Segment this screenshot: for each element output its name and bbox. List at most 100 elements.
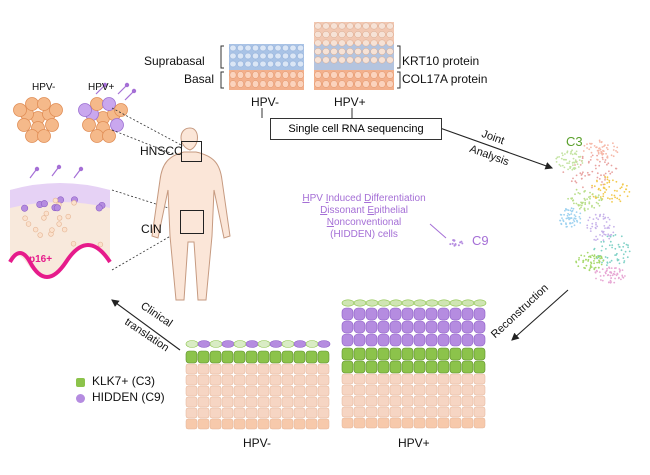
umap-point — [601, 181, 603, 183]
basal-cell — [267, 80, 274, 88]
hidden-cell — [473, 320, 486, 334]
umap-point — [577, 192, 580, 194]
umap-point — [587, 208, 589, 210]
umap-point — [627, 246, 629, 249]
virus-particle — [56, 164, 62, 170]
basal-cell — [297, 71, 304, 79]
hidden-legend-label: HIDDEN (C9) — [92, 390, 165, 404]
umap-point — [606, 163, 608, 166]
hpv-pos-cell — [370, 56, 378, 64]
umap-point — [569, 167, 571, 170]
cin-label: CIN — [141, 222, 162, 236]
squame-cell — [341, 299, 355, 307]
umap-point — [568, 213, 571, 216]
klk7-cell — [437, 360, 450, 374]
hpv-pos-cell — [338, 48, 346, 55]
hpv-pos-cell — [362, 39, 370, 47]
umap-point — [578, 159, 581, 162]
umap-point — [622, 257, 625, 259]
umap-point — [573, 161, 576, 164]
hpv-pos-cell — [330, 39, 338, 47]
umap-point — [598, 271, 601, 273]
human-body — [151, 127, 231, 301]
suprabasal-cell — [289, 52, 297, 60]
hpv-pos-cell — [341, 395, 354, 407]
suprabasal-cell — [297, 60, 304, 68]
umap-point — [604, 161, 606, 164]
klk7-cell — [221, 350, 234, 364]
c9-cluster-point — [449, 243, 452, 246]
umap-point — [562, 219, 564, 221]
tumor-cell — [102, 129, 116, 143]
hpv-pos-cell — [365, 395, 378, 407]
umap-point — [569, 209, 572, 212]
tumor-cell — [13, 103, 27, 117]
p16-label: p16+ — [29, 254, 53, 265]
umap-point — [585, 264, 588, 267]
hpv-neg-cell — [305, 418, 318, 430]
hpv-neg-cell — [269, 418, 282, 430]
hidden-cell — [461, 307, 474, 321]
cin-cell — [22, 215, 28, 221]
hpv-pos-cell — [413, 373, 426, 385]
hpv-pos-cell — [425, 406, 438, 418]
hpv-neg-cell — [221, 374, 234, 386]
umap-point — [595, 146, 598, 149]
klk7-cell — [449, 347, 462, 361]
umap-point — [594, 213, 597, 216]
hpv-neg-cell — [305, 363, 318, 375]
umap-point — [586, 171, 589, 174]
umap-point — [573, 217, 576, 220]
cin-cell — [53, 204, 61, 212]
col17a-bracket — [397, 71, 401, 89]
left-hpv-pos-label: HPV+ — [88, 82, 115, 93]
umap-point — [575, 211, 578, 214]
umap-point — [610, 194, 613, 196]
suprabasal-cell — [252, 60, 259, 68]
hpv-neg-cell — [293, 407, 306, 419]
umap-point — [621, 269, 624, 271]
umap-point — [611, 197, 613, 200]
umap-point — [579, 212, 582, 215]
klk7-cell — [353, 360, 366, 374]
umap-point — [614, 277, 616, 280]
umap-point — [579, 217, 582, 220]
squame-cell — [461, 299, 475, 307]
umap-point — [591, 206, 593, 208]
hpv-pos-cell — [386, 39, 394, 47]
umap-point — [602, 231, 604, 234]
umap-point — [588, 160, 590, 163]
umap-point — [570, 225, 573, 228]
basal-cell — [289, 71, 297, 79]
umap-point — [567, 197, 569, 200]
umap-point — [614, 254, 616, 256]
umap-point — [572, 199, 575, 202]
hpv-neg-cell — [185, 385, 198, 397]
hpv-pos-cell — [449, 373, 462, 385]
umap-point — [601, 261, 603, 264]
umap-point — [616, 197, 619, 200]
klk7-cell — [413, 360, 426, 374]
umap-point — [612, 231, 615, 234]
umap-point — [590, 261, 592, 264]
umap-point — [598, 204, 601, 207]
umap-point — [598, 255, 601, 258]
umap-point — [606, 264, 608, 266]
hidden-cell — [377, 320, 390, 334]
umap-point — [579, 155, 582, 158]
umap-point — [558, 163, 561, 166]
umap-point — [605, 248, 607, 250]
hpv-pos-cell — [314, 22, 322, 30]
cin-cell — [95, 204, 103, 212]
suprabasal-cell — [297, 52, 304, 60]
hpv-neg-cell — [221, 363, 234, 375]
umap-point — [596, 270, 598, 273]
umap-point — [586, 251, 589, 254]
hpv-neg-cell — [305, 396, 318, 408]
umap-point — [612, 179, 614, 182]
umap-point — [621, 274, 624, 277]
umap-point — [592, 195, 595, 198]
squame-cell — [305, 340, 319, 348]
umap-point — [603, 174, 605, 177]
umap-point — [563, 166, 566, 169]
